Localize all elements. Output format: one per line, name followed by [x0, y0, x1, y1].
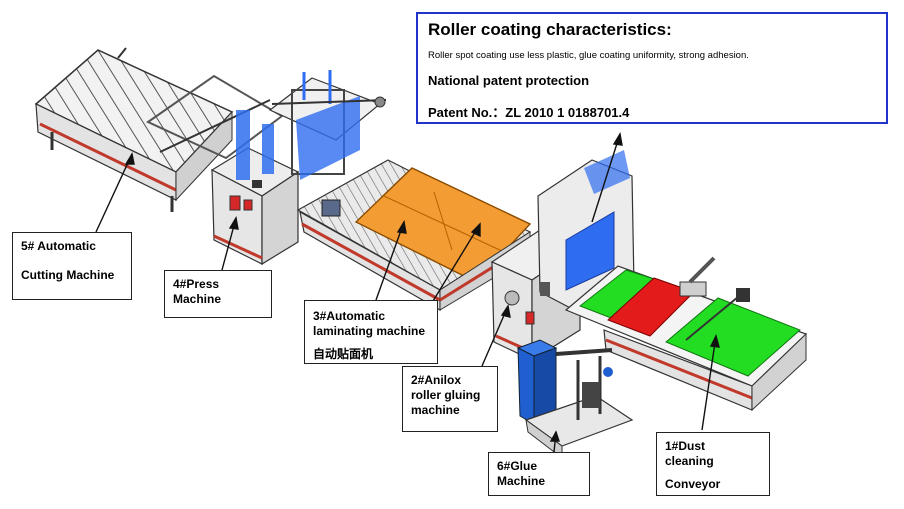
- label-dust-line2: cleaning: [665, 454, 714, 468]
- leader-arrows: [95, 132, 720, 453]
- label-dust-conveyor: 1#Dust cleaning Conveyor: [656, 432, 770, 496]
- label-laminating-line2: laminating machine: [313, 324, 426, 338]
- label-press-line1: 4#Press: [173, 277, 220, 291]
- label-cutting-line1: 5# Automatic: [21, 239, 96, 253]
- anilox-machine-graphic: [490, 150, 635, 362]
- roller-coating-info-box: Roller coating characteristics: Roller s…: [416, 12, 888, 124]
- label-press-machine: 4#Press Machine: [164, 270, 272, 318]
- label-laminating-line3: 自动贴面机: [313, 347, 374, 361]
- laminating-machine-graphic: [296, 159, 532, 312]
- glue-machine-graphic: [516, 339, 634, 460]
- laminating-tower-graphic: [268, 70, 387, 180]
- label-glue-machine: 6#Glue Machine: [488, 452, 590, 496]
- label-glue-line2: Machine: [497, 474, 546, 488]
- label-anilox-line2: roller gluing: [411, 388, 481, 402]
- label-laminating-line1: 3#Automatic: [313, 309, 386, 323]
- label-press-line2: Machine: [173, 292, 222, 306]
- label-cutting-line2: Cutting Machine: [21, 268, 115, 282]
- cutting-machine-graphic: [34, 47, 284, 212]
- info-title: Roller coating characteristics:: [428, 20, 672, 39]
- label-anilox-line3: machine: [411, 403, 460, 417]
- info-patent-line: National patent protection: [428, 73, 590, 88]
- info-patent-number: Patent No.：ZL 2010 1 0188701.4: [428, 105, 630, 120]
- label-dust-line1: 1#Dust: [665, 439, 706, 453]
- label-anilox-machine: 2#Anilox roller gluing machine: [402, 366, 498, 432]
- label-anilox-line1: 2#Anilox: [411, 373, 462, 387]
- dust-conveyor-graphic: [564, 256, 808, 412]
- label-dust-line3: Conveyor: [665, 477, 721, 491]
- info-description: Roller spot coating use less plastic, gl…: [428, 50, 749, 61]
- label-cutting-machine: 5# Automatic Cutting Machine: [12, 232, 132, 300]
- label-glue-line1: 6#Glue: [497, 459, 538, 473]
- press-machine-graphic: [210, 110, 300, 266]
- label-laminating-machine: 3#Automatic laminating machine 自动贴面机: [304, 300, 438, 364]
